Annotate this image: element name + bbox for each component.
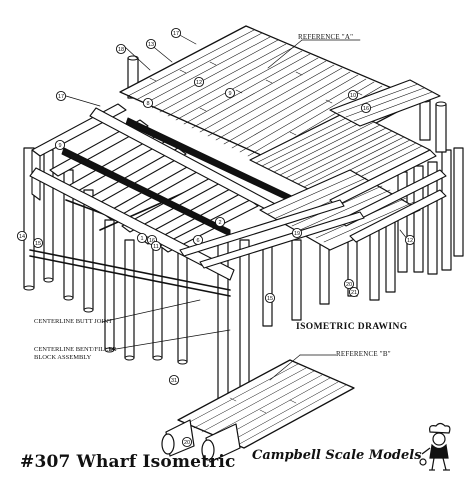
part-number-p3: 18: [115, 43, 127, 55]
chef-mascot-logo: [419, 422, 451, 471]
part-number-p5: 12: [193, 76, 205, 88]
centerline-butt-joint-label: CENTERLINE BUTT JOINT: [34, 318, 113, 325]
part-number-text: 20: [184, 440, 190, 446]
part-number-p2: 17: [170, 27, 182, 39]
part-number-p9: 10: [347, 89, 359, 101]
part-number-p22: 31: [168, 374, 180, 386]
part-number-text: 13: [148, 42, 154, 48]
part-number-text: 2: [218, 220, 221, 226]
page-title: #307 Wharf Isometric: [20, 452, 236, 472]
part-number-text: 12: [196, 80, 202, 86]
float-section: [161, 359, 355, 463]
part-number-text: 18: [118, 47, 124, 53]
part-number-p19: 11: [150, 240, 162, 252]
part-number-p10: 16: [360, 102, 372, 114]
part-number-text: 12: [407, 238, 413, 244]
part-number-p7: 9: [54, 139, 66, 151]
part-number-text: 14: [19, 234, 25, 240]
part-number-text: 15: [267, 296, 273, 302]
part-number-p21: 15: [264, 292, 276, 304]
centerline-bent-label-line2: BLOCK ASSEMBLY: [34, 354, 92, 361]
centerline-bent-label-line1: CENTERLINE BENT/FILLER: [34, 346, 117, 353]
part-number-p18: 6: [192, 234, 204, 246]
part-number-p17: 2: [214, 216, 226, 228]
part-number-p8: 9: [224, 87, 236, 99]
part-number-text: 16: [363, 106, 369, 112]
part-number-text: 9: [58, 143, 61, 149]
part-number-text: 31: [171, 378, 177, 384]
part-number-p20: 19: [291, 227, 303, 239]
part-number-p1: 13: [145, 38, 157, 50]
part-number-text: 21: [351, 290, 357, 296]
part-number-p24: 1: [136, 232, 148, 244]
part-number-text: 16: [149, 238, 155, 244]
part-number-p12: 14: [16, 230, 28, 242]
part-number-p13: 15: [32, 237, 44, 249]
part-number-text: 1: [140, 236, 143, 242]
part-number-text: 10: [350, 93, 356, 99]
isometric-drawing-label: ISOMETRIC DRAWING: [296, 322, 408, 332]
reference-b-label: REFERENCE "B": [336, 350, 391, 358]
reference-a-label: REFERENCE "A": [298, 33, 354, 41]
part-number-text: 15: [35, 241, 41, 247]
part-number-text: 11: [153, 244, 159, 250]
part-number-text: 19: [294, 231, 300, 237]
part-number-p11: 12: [404, 234, 416, 246]
back-right-deck: [329, 79, 441, 127]
part-number-p23: 20: [181, 436, 193, 448]
part-number-text: 9: [228, 91, 231, 97]
part-number-p6: 8: [142, 97, 154, 109]
part-number-text: 6: [196, 238, 199, 244]
part-number-text: 17: [58, 94, 64, 100]
part-number-p4: 17: [55, 90, 67, 102]
part-number-p15: 20: [343, 278, 355, 290]
part-number-circles: 13 17 18 17 12 8 9 9 10 16 12 14 15 16 20 21 2 6 11 19 15 31 2…: [16, 27, 416, 448]
part-number-p16: 21: [348, 286, 360, 298]
stringers-right: [179, 149, 447, 269]
part-number-text: 8: [146, 101, 149, 107]
part-number-text: 20: [346, 282, 352, 288]
brand-name: Campbell Scale Models: [252, 448, 422, 463]
part-number-text: 17: [173, 31, 179, 37]
center-planking: [249, 109, 431, 201]
